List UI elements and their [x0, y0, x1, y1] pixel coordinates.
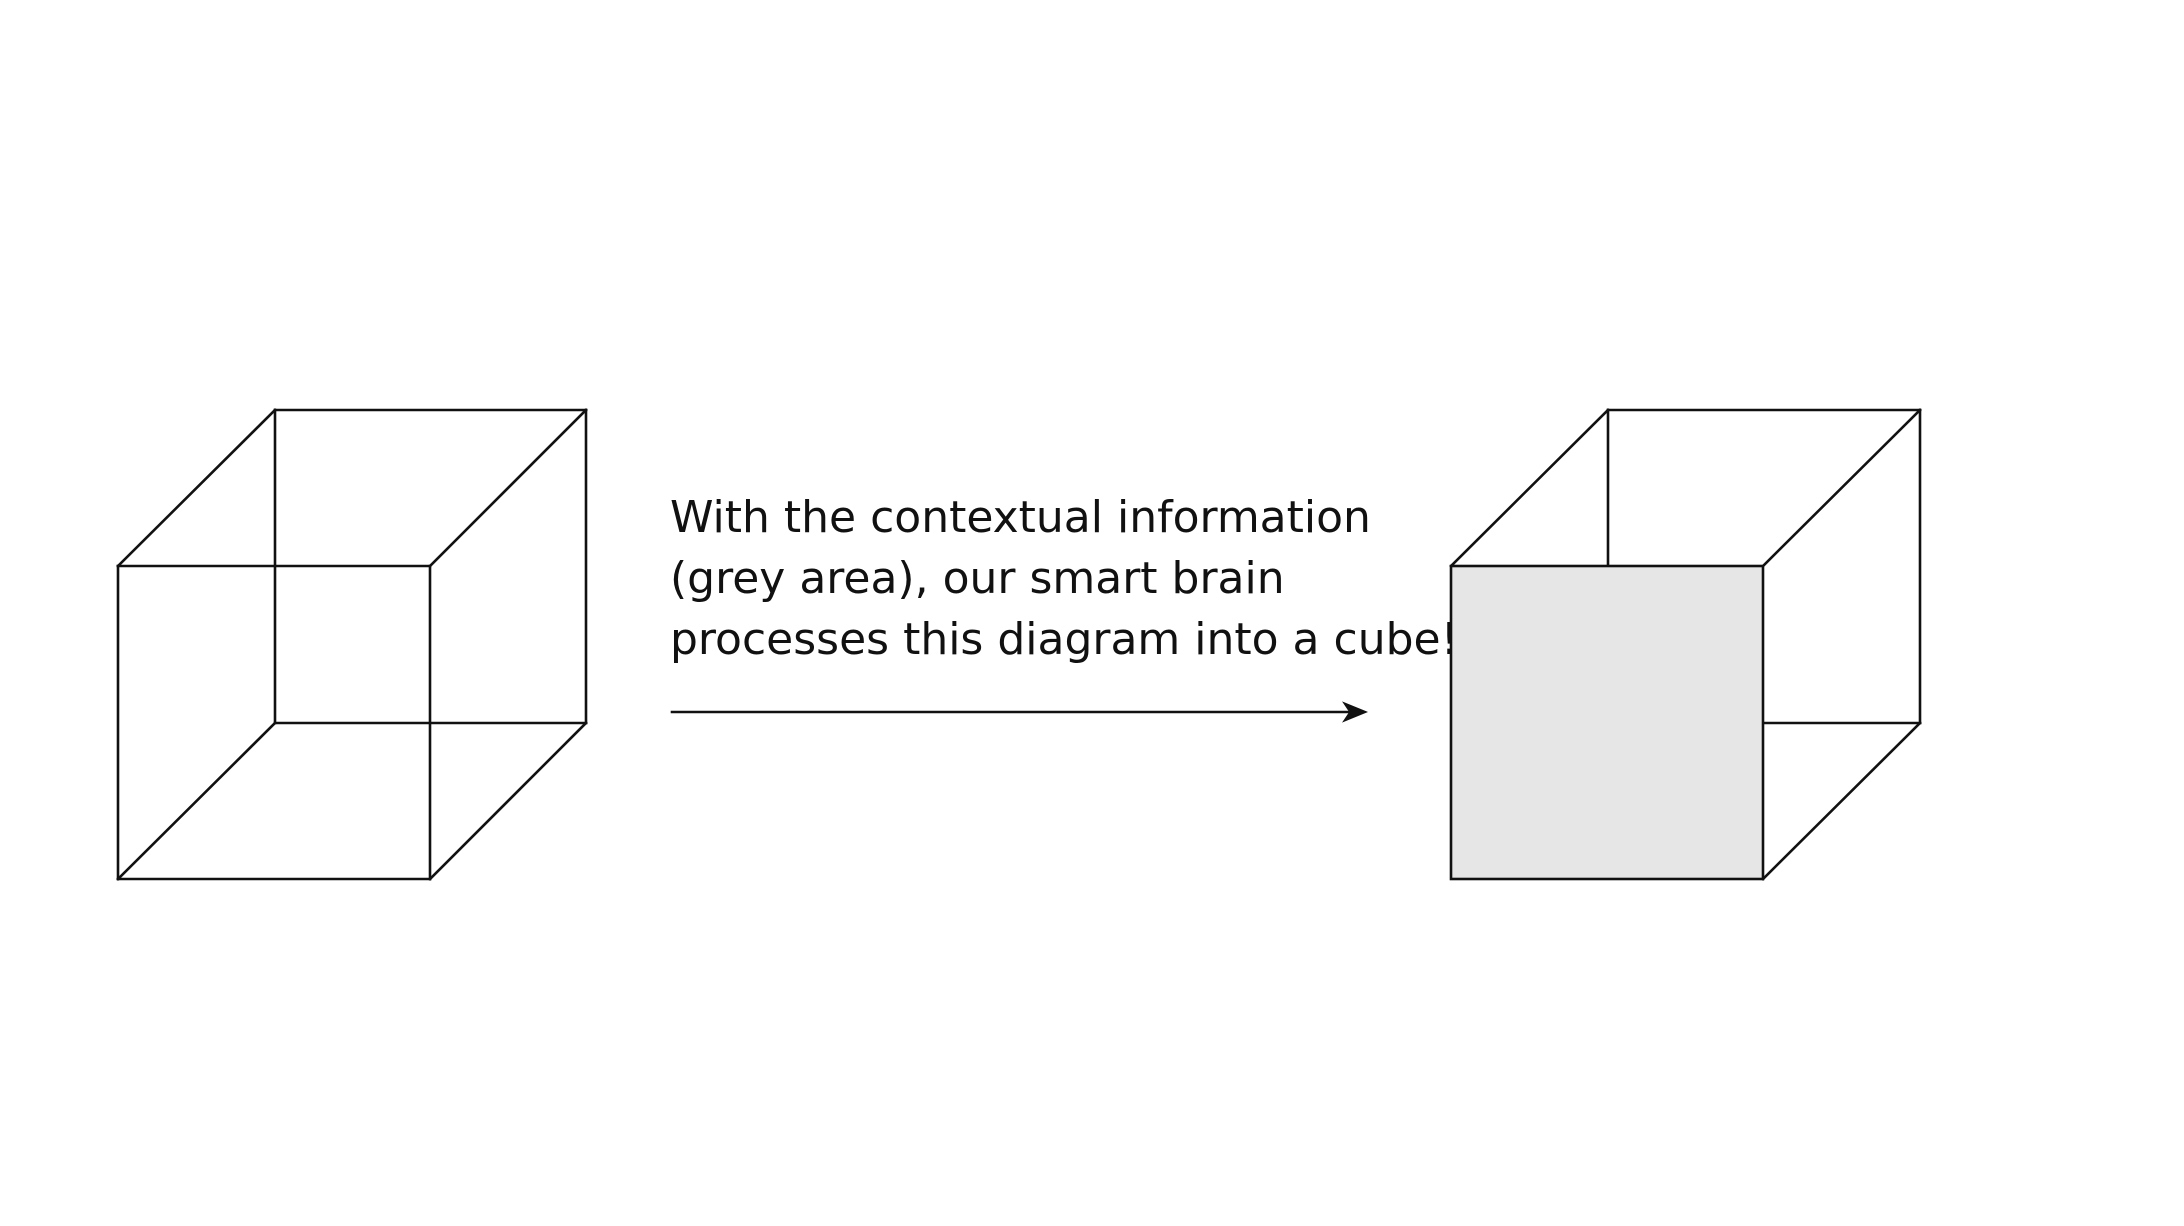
arrow-head	[1342, 701, 1368, 723]
connector-bottom-right	[1761, 721, 1922, 881]
connector-top-left	[116, 408, 277, 568]
connector-top-right	[1761, 408, 1922, 568]
caption-block: With the contextual information (grey ar…	[670, 492, 1458, 665]
ambiguous-wireframe-cube	[116, 408, 588, 881]
resolved-cube	[1449, 408, 1922, 881]
caption-line-3: processes this diagram into a cube!	[670, 614, 1458, 665]
caption-line-2: (grey area), our smart brain	[670, 553, 1285, 604]
right-arrow-icon	[670, 701, 1368, 723]
grey-front-face	[1449, 564, 1765, 881]
connector-top-right	[428, 408, 588, 568]
caption-line-1: With the contextual information	[670, 492, 1371, 543]
connector-top-left	[1449, 408, 1610, 568]
connector-bottom-right	[428, 721, 588, 881]
connector-bottom-left	[116, 721, 277, 881]
